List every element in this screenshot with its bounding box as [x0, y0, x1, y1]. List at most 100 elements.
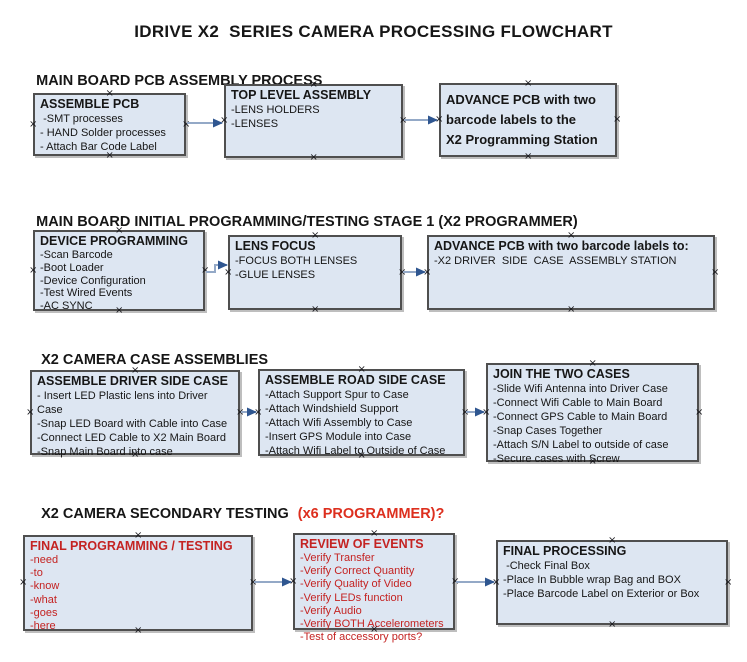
box-title: ASSEMBLE ROAD SIDE CASE [265, 373, 446, 387]
box-title: FINAL PROGRAMMING / TESTING [30, 539, 233, 553]
connection-marker-icon: × [613, 114, 622, 125]
connection-marker-icon: × [461, 406, 470, 418]
box-item: -Test of accessory ports? [300, 631, 423, 644]
connection-marker-icon: × [724, 576, 733, 588]
box-title: LENS FOCUS [235, 239, 316, 253]
flow-box-advance-pcb-to-driver-side-station: ADVANCE PCB with two barcode labels to: … [423, 231, 719, 315]
flow-box-review-of-events: REVIEW OF EVENTS -Verify Transfer -Verif… [289, 529, 459, 644]
connection-marker-icon: × [608, 619, 617, 630]
box-item: -Verify LEDs function [300, 591, 403, 604]
box-item: -know [30, 580, 60, 593]
connection-marker-icon: × [311, 304, 320, 315]
section-heading-text: X2 CAMERA SECONDARY TESTING [41, 506, 289, 522]
section-heading-text: X2 CAMERA CASE ASSEMBLIES [41, 352, 269, 368]
box-item: - HAND Solder processes [40, 127, 166, 139]
box-item: -Attach S/N Label to outside of case [493, 439, 669, 451]
connection-marker-icon: × [254, 406, 263, 418]
connection-marker-icon: × [182, 118, 191, 130]
connection-marker-icon: × [567, 304, 576, 315]
box-item: -LENS HOLDERS [231, 104, 320, 116]
connection-marker-icon: × [398, 266, 407, 278]
connection-marker-icon: × [29, 264, 38, 276]
box-item: -SMT processes [40, 113, 123, 125]
box-item: -Place In Bubble wrap Bag and BOX [503, 574, 681, 586]
box-title: TOP LEVEL ASSEMBLY [231, 88, 372, 102]
flow-box-final-programming-testing: FINAL PROGRAMMING / TESTING -need -to -k… [19, 531, 257, 636]
connection-marker-icon: × [711, 266, 720, 278]
box-item: -goes [30, 606, 58, 619]
connection-marker-icon: × [289, 575, 298, 587]
flow-box-final-processing: FINAL PROCESSING -Check Final Box -Place… [492, 536, 732, 630]
connection-marker-icon: × [224, 266, 233, 278]
connection-marker-icon: × [220, 115, 229, 126]
box-item: -to [30, 567, 43, 580]
box-title: FINAL PROCESSING [503, 544, 627, 558]
box-item: -Check Final Box [503, 560, 590, 572]
flow-box-advance-pcb-to-programming-station: ADVANCE PCB with two barcode labels to t… [435, 79, 621, 162]
section-heading-secondary-testing: X2 CAMERA SECONDARY TESTING (x6 PROGRAMME… [25, 490, 444, 538]
flow-box-assemble-pcb: ASSEMBLE PCB -SMT processes - HAND Solde… [29, 89, 190, 161]
connection-marker-icon: × [236, 406, 245, 418]
box-item: -need [30, 554, 59, 566]
section-heading-text: MAIN BOARD INITIAL PROGRAMMING/TESTING S… [36, 214, 578, 230]
connection-marker-icon: × [29, 118, 38, 130]
box-item: -Snap Main Board into case [37, 446, 173, 458]
section-heading-initial-programming: MAIN BOARD INITIAL PROGRAMMING/TESTING S… [20, 198, 578, 246]
box-item: -Verify Audio [300, 604, 362, 617]
section-heading-red-suffix: (x6 PROGRAMMER)? [297, 506, 445, 522]
box-item: -Boot Loader [40, 261, 104, 274]
box-item: - Attach Bar Code Label [40, 141, 157, 153]
flow-box-assemble-road-side-case: ASSEMBLE ROAD SIDE CASE -Attach Support … [254, 365, 469, 461]
box-item: -here [30, 620, 56, 633]
connection-marker-icon: × [423, 266, 432, 278]
arrow-device-programming-to-lens-focus [206, 260, 228, 273]
box-item: -Secure cases with Screw [493, 453, 620, 465]
connection-marker-icon: × [695, 406, 704, 418]
box-item: -AC SYNC [40, 300, 93, 313]
box-item: -Connect LED Cable to X2 Main Board [37, 432, 226, 444]
box-item: -LENSES [231, 118, 279, 130]
box-item: -Insert GPS Module into Case [265, 431, 412, 443]
connection-marker-icon: × [399, 115, 408, 126]
flow-box-device-programming: DEVICE PROGRAMMING -Scan Barcode -Boot L… [29, 226, 209, 316]
connection-marker-icon: × [451, 575, 460, 587]
connection-marker-icon: × [19, 577, 28, 588]
box-item: -Verify Correct Quantity [300, 565, 415, 578]
box-item: -Slide Wifi Antenna into Driver Case [493, 383, 668, 395]
box-item: -Attach Support Spur to Case [265, 389, 409, 401]
box-item: -Scan Barcode [40, 249, 113, 261]
box-item: -Snap LED Board with Cable into Case [37, 418, 228, 430]
box-item: - Insert LED Plastic lens into Driver Ca… [37, 390, 211, 416]
flow-box-top-level-assembly: TOP LEVEL ASSEMBLY -LENS HOLDERS -LENSES… [220, 80, 407, 163]
connection-marker-icon: × [201, 264, 210, 276]
box-title: ADVANCE PCB with two barcode labels to t… [446, 92, 598, 147]
box-item: -Device Configuration [40, 274, 146, 287]
box-title: ASSEMBLE PCB [40, 97, 140, 111]
connection-marker-icon: × [309, 152, 318, 163]
box-title: REVIEW OF EVENTS [300, 537, 424, 551]
box-item: -Verify Transfer [300, 552, 375, 564]
connection-marker-icon: × [435, 114, 444, 125]
box-item: -Test Wired Events [40, 287, 133, 300]
box-item: -X2 DRIVER SIDE CASE ASSEMBLY STATION [434, 255, 677, 267]
connection-marker-icon: × [482, 406, 491, 418]
flow-box-assemble-driver-side-case: ASSEMBLE DRIVER SIDE CASE - Insert LED P… [26, 366, 244, 460]
section-heading-case-assemblies: X2 CAMERA CASE ASSEMBLIES [25, 336, 268, 384]
box-title: JOIN THE TWO CASES [493, 367, 630, 381]
connection-marker-icon: × [524, 151, 533, 162]
box-item: -Verify BOTH Accelerometers [300, 618, 444, 631]
connection-marker-icon: × [492, 576, 501, 588]
box-title: ADVANCE PCB with two barcode labels to: [434, 239, 689, 253]
box-item: -Place Barcode Label on Exterior or Box [503, 588, 700, 600]
box-item: -Attach Wifi Label to Outside of Case [265, 445, 446, 457]
box-item: -Attach Wifi Assembly to Case [265, 417, 413, 429]
box-title: DEVICE PROGRAMMING [40, 234, 188, 248]
box-item: -Snap Cases Together [493, 425, 603, 437]
box-item: -Attach Windshield Support [265, 403, 399, 415]
box-item: -Connect Wifi Cable to Main Board [493, 397, 663, 409]
box-item: -what [30, 593, 57, 606]
box-item: -Connect GPS Cable to Main Board [493, 411, 668, 423]
page-title: IDRIVE X2 SERIES CAMERA PROCESSING FLOWC… [134, 22, 613, 41]
flow-box-join-the-two-cases: JOIN THE TWO CASES -Slide Wifi Antenna i… [482, 359, 703, 467]
